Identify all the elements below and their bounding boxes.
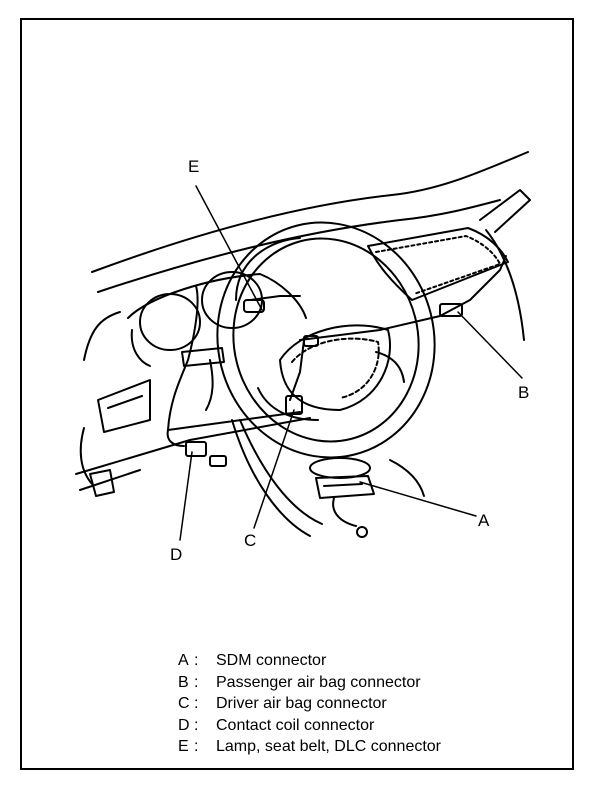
hub-connector (303, 335, 319, 347)
steering-wheel-rim-inner (232, 237, 420, 443)
knee-panel-edge (79, 469, 141, 491)
steering-column-line-2 (239, 419, 323, 525)
left-vent-slat (107, 395, 143, 409)
console-side (389, 459, 425, 497)
connector-D2-body (209, 455, 227, 467)
cluster-left-edge (130, 329, 151, 367)
callout-D: D (170, 545, 183, 564)
figure-frame (20, 18, 574, 770)
cluster-hood (127, 273, 307, 319)
right-spoke (375, 351, 405, 383)
steering-column-line (231, 419, 311, 537)
legend-text: SDM connector (216, 652, 327, 669)
a-pillar (479, 189, 531, 233)
callout-B: B (518, 383, 530, 402)
legend: A: SDM connector B: Passenger air bag conn… (178, 650, 441, 758)
leader-E (195, 185, 263, 311)
windshield-edge (91, 151, 529, 273)
wheel-hub-inner (291, 337, 380, 399)
legend-key: A (178, 652, 189, 669)
dash-right-edge (485, 229, 525, 341)
legend-text: Driver air bag connector (216, 695, 387, 712)
legend-text: Lamp, seat belt, DLC connector (216, 738, 442, 755)
dash-top-edge (97, 199, 501, 293)
legend-text: Passenger air bag connector (216, 673, 421, 691)
wheel-spoke-low (257, 387, 319, 421)
harness-left (166, 285, 199, 447)
harness-hub (289, 339, 305, 401)
legend-text: Contact coil connector (216, 716, 375, 734)
legend-key: D (178, 716, 190, 734)
leader-C (253, 409, 295, 529)
callout-A: A (478, 511, 490, 530)
sdm-ground-lead (332, 497, 357, 527)
legend-sep: : (194, 716, 199, 734)
harness-upper (249, 295, 301, 301)
connector-C-body (285, 395, 303, 415)
harness-passenger (299, 255, 507, 341)
legend-key: B (178, 673, 189, 691)
door-seal-curve (79, 427, 93, 485)
callout-E: E (188, 157, 200, 176)
legend-key: C (178, 695, 190, 712)
legend-row: A: SDM connector (178, 650, 441, 672)
steering-wheel-rim (216, 221, 436, 459)
left-connector-block (89, 469, 115, 497)
sdm-module (315, 475, 375, 499)
ground-terminal (356, 526, 368, 538)
legend-key: E (178, 738, 189, 755)
legend-row: B: Passenger air bag connector (178, 672, 441, 694)
callout-C: C (244, 531, 257, 550)
passenger-airbag-inner (375, 235, 501, 295)
gauge-left (139, 293, 201, 351)
legend-sep: : (194, 652, 199, 669)
connector-D-body (185, 441, 207, 457)
left-vent (97, 379, 151, 433)
leader-A (359, 481, 477, 517)
dash-left-edge (83, 311, 121, 361)
harness-lower (167, 411, 301, 431)
legend-sep: : (194, 695, 199, 712)
turn-signal-stalk (181, 347, 225, 367)
wheel-upper-arc (235, 237, 301, 301)
connector-B-body (439, 303, 463, 317)
legend-row: E: Lamp, seat belt, DLC connector (178, 736, 441, 758)
legend-sep: : (194, 738, 199, 755)
wheel-hub (279, 324, 391, 411)
legend-sep: : (194, 673, 199, 691)
sdm-connector (323, 483, 363, 487)
lower-dash-line (75, 417, 311, 475)
legend-row: C: Driver air bag connector (178, 693, 441, 715)
connector-E-body (243, 299, 265, 313)
shift-boot (309, 457, 371, 479)
passenger-airbag-door (367, 227, 509, 301)
leader-D (179, 451, 193, 541)
column-shroud (205, 359, 214, 411)
legend-row: D: Contact coil connector (178, 715, 441, 737)
leader-B (457, 311, 523, 379)
